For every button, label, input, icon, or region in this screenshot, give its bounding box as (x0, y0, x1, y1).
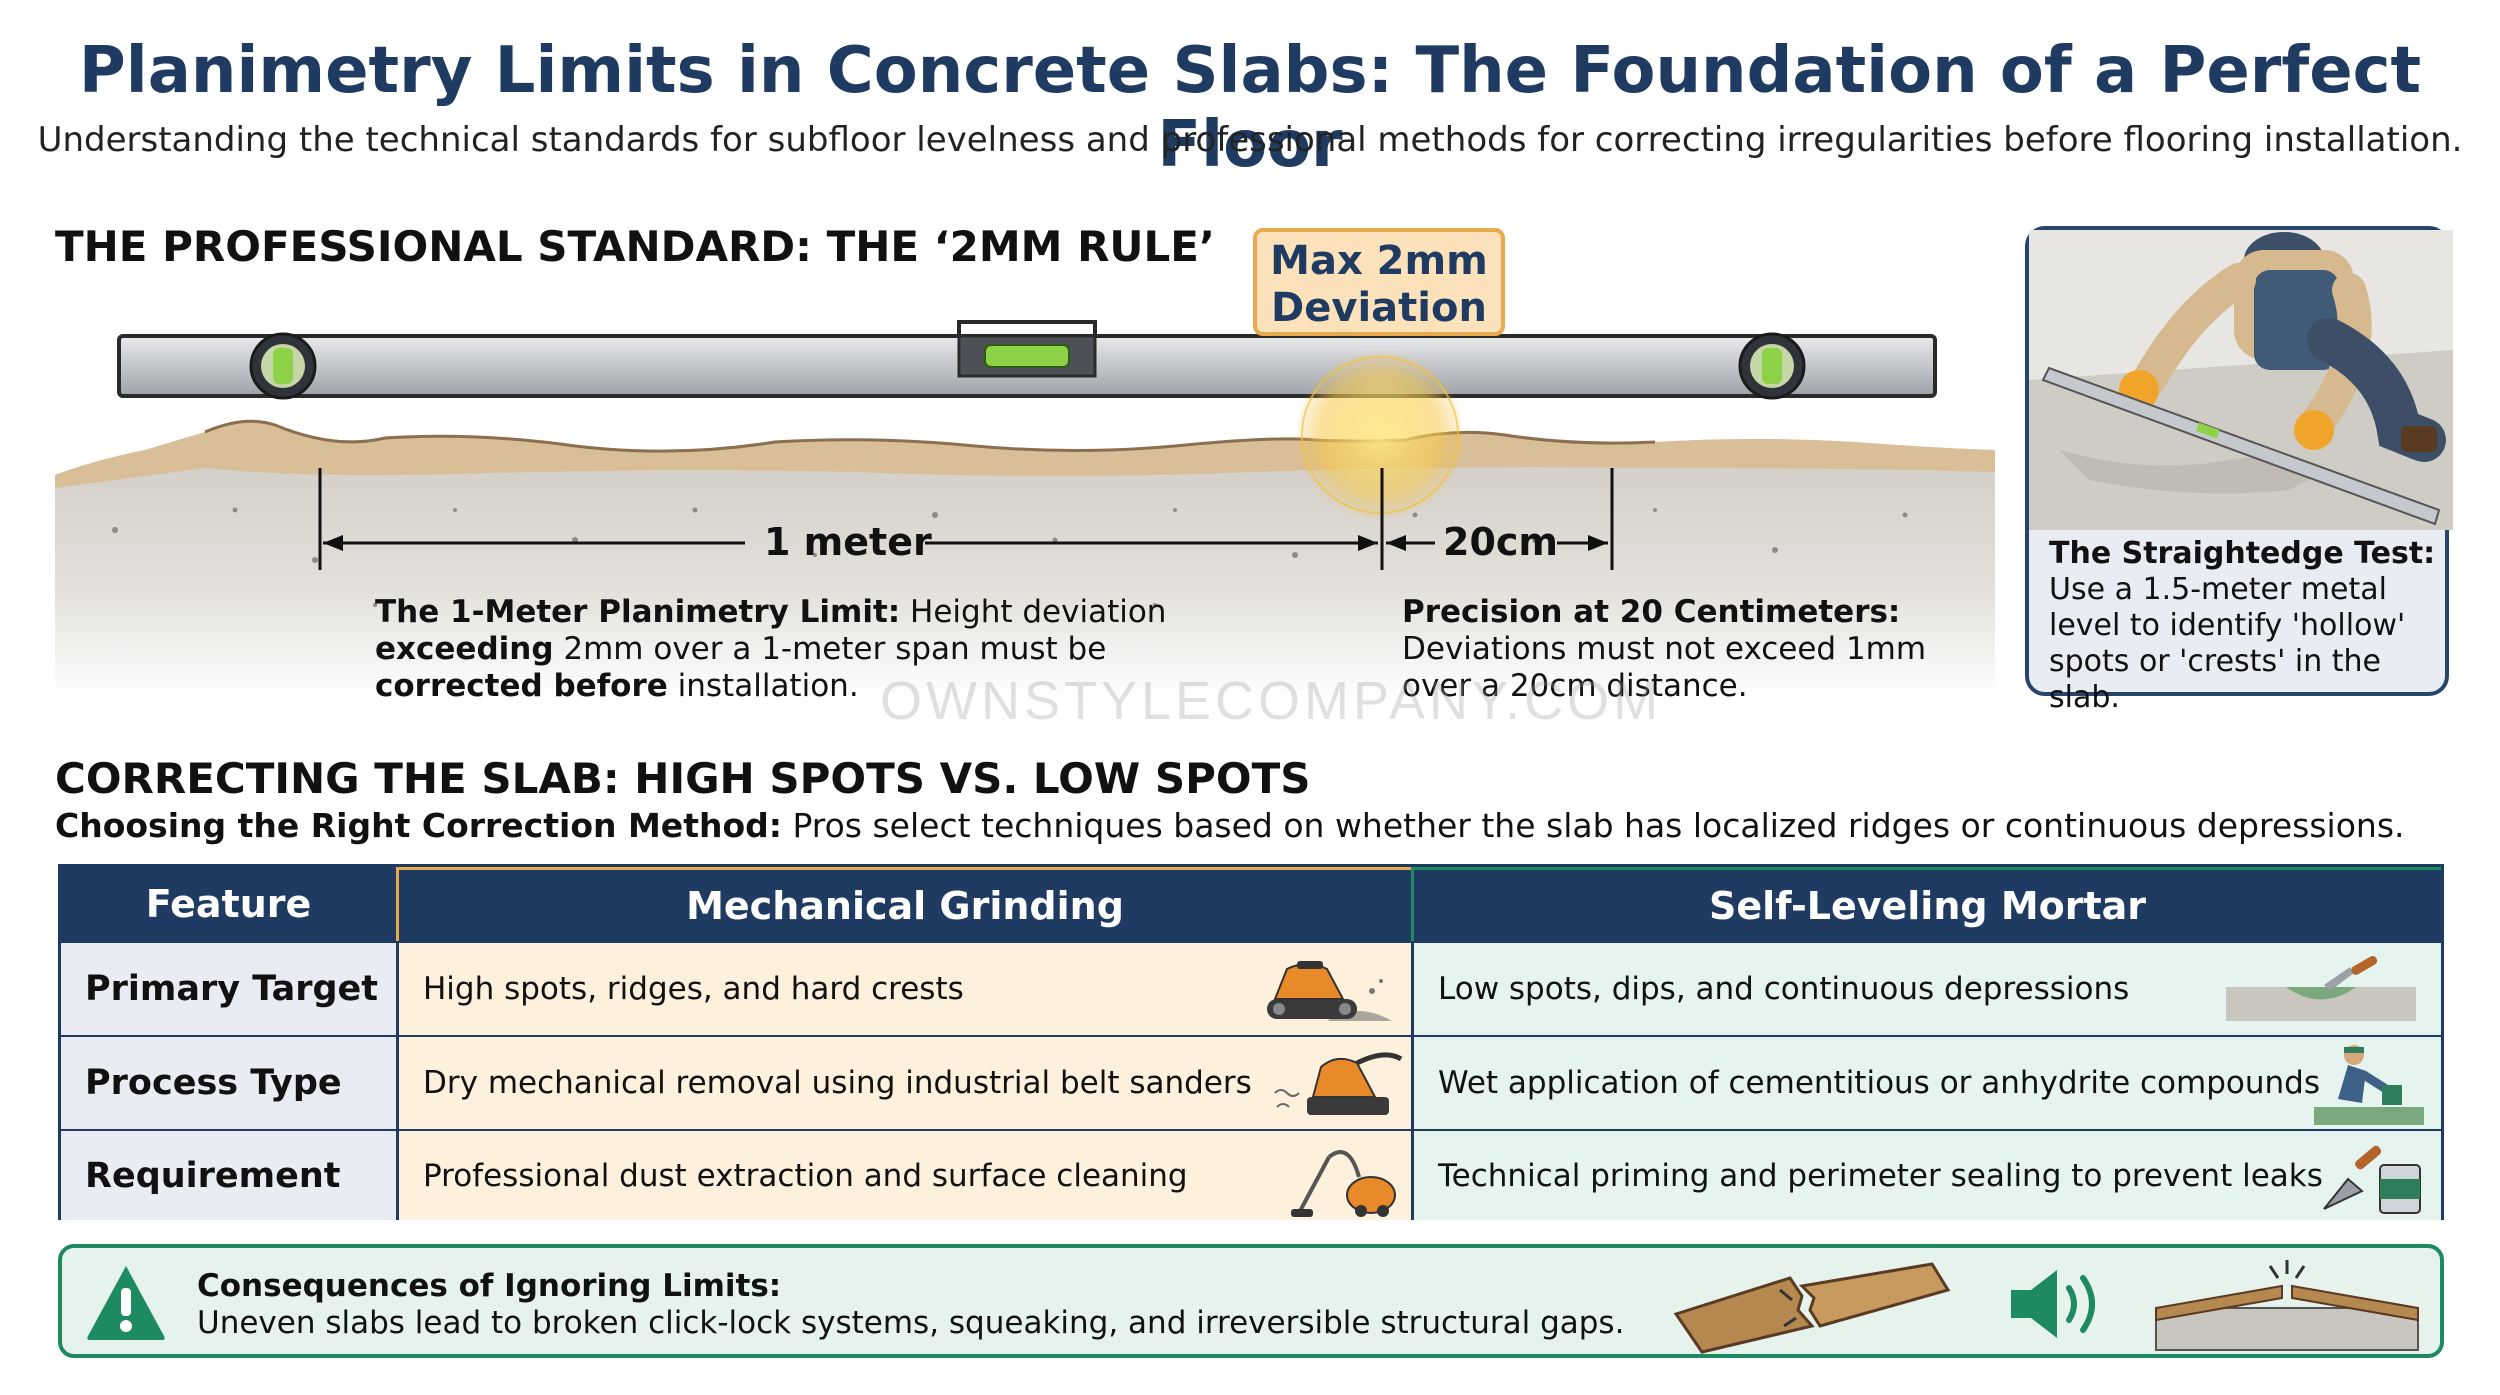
row-label-process-type: Process Type (61, 1035, 396, 1129)
grinding-target-text: High spots, ridges, and hard crests (423, 971, 964, 1007)
trowel-mortar-icon (2226, 955, 2416, 1021)
note2-bold: Precision at 20 Centimeters: (1402, 594, 1901, 630)
correction-heading: CORRECTING THE SLAB: HIGH SPOTS VS. LOW … (55, 754, 1311, 803)
mortar-requirement-text: Technical priming and perimeter sealing … (1438, 1157, 2323, 1194)
note1-bold1: The 1-Meter Planimetry Limit: (375, 594, 901, 630)
consequences-box: Consequences of Ignoring Limits: Uneven … (58, 1244, 2444, 1358)
table-header-feature: Feature (61, 867, 396, 941)
max-deviation-tag: Max 2mm Deviation (1253, 228, 1505, 336)
worker-pouring-icon (2314, 1045, 2424, 1125)
straightedge-test-body: Use a 1.5-meter metal level to identify … (2049, 572, 2406, 715)
row-label-primary-target: Primary Target (61, 941, 396, 1035)
straightedge-test-text: The Straightedge Test: Use a 1.5-meter m… (2049, 536, 2439, 716)
speaker-sound-icon (2011, 1270, 2095, 1338)
note-1m-limit: The 1-Meter Planimetry Limit: Height dev… (375, 594, 1166, 705)
level-diagram (55, 210, 1995, 710)
straightedge-test-card: The Straightedge Test: Use a 1.5-meter m… (2025, 226, 2453, 715)
table-cell-grinding-target: High spots, ridges, and hard crests (396, 941, 1411, 1035)
warning-icon (87, 1266, 165, 1340)
table-header-mortar: Self-Leveling Mortar (1411, 867, 2441, 941)
correction-lead: Choosing the Right Correction Method: Pr… (55, 806, 2405, 845)
table-cell-grinding-requirement: Professional dust extraction and surface… (396, 1129, 1411, 1220)
note2-line3: over a 20cm distance. (1402, 668, 1748, 704)
trowel-bucket-icon (2323, 1145, 2421, 1214)
belt-sander-icon (1267, 961, 1392, 1021)
note1-text3: installation. (667, 668, 859, 704)
mortar-target-text: Low spots, dips, and continuous depressi… (1438, 971, 2130, 1007)
note1-bold3: corrected before (375, 668, 668, 704)
correction-lead-text: Pros select techniques based on whether … (781, 806, 2405, 845)
broken-plank-icon (1673, 1262, 1951, 1354)
row-label-requirement: Requirement (61, 1129, 396, 1220)
mortar-process-text: Wet application of cementitious or anhyd… (1438, 1065, 2320, 1101)
note1-text1: Height deviation (900, 594, 1167, 630)
orbital-sander-icon (1274, 1052, 1403, 1115)
grinding-requirement-text: Professional dust extraction and surface… (423, 1157, 1188, 1194)
dimension-1m-label: 1 meter (764, 520, 932, 564)
page-subtitle: Understanding the technical standards fo… (37, 120, 2463, 160)
consequences-text: Uneven slabs lead to broken click-lock s… (197, 1305, 1625, 1341)
table-header-grinding: Mechanical Grinding (396, 867, 1411, 941)
note2-line2: Deviations must not exceed 1mm (1402, 631, 1927, 667)
floor-gap-icon (2155, 1260, 2419, 1351)
comparison-table: Feature Mechanical Grinding Self-Levelin… (58, 864, 2444, 1220)
note1-bold2: exceeding (375, 631, 554, 667)
worker-straightedge-illustration (2029, 230, 2453, 530)
correction-lead-bold: Choosing the Right Correction Method: (55, 806, 782, 845)
table-cell-grinding-process: Dry mechanical removal using industrial … (396, 1035, 1411, 1129)
watermark: OWNSTYLECOMPANY.COM (880, 671, 1663, 731)
max-tag-line2: Deviation (1271, 285, 1487, 331)
standard-heading: THE PROFESSIONAL STANDARD: THE ‘2MM RULE… (55, 222, 1215, 271)
max-tag-line1: Max 2mm (1270, 238, 1488, 284)
slab-illustration (55, 320, 1995, 700)
dimension-20cm-label: 20cm (1443, 520, 1559, 564)
table-cell-mortar-process: Wet application of cementitious or anhyd… (1411, 1035, 2441, 1129)
table-cell-mortar-requirement: Technical priming and perimeter sealing … (1411, 1129, 2441, 1220)
straightedge-test-title: The Straightedge Test: (2049, 536, 2436, 571)
note-20cm-precision: Precision at 20 Centimeters: Deviations … (1402, 594, 1926, 705)
page-title: Planimetry Limits in Concrete Slabs: The… (78, 34, 2422, 182)
note1-text2: 2mm over a 1-meter span must be (553, 631, 1107, 667)
consequences-title: Consequences of Ignoring Limits: (197, 1268, 782, 1304)
grinding-process-text: Dry mechanical removal using industrial … (423, 1065, 1252, 1101)
vacuum-icon (1291, 1150, 1396, 1217)
table-cell-mortar-target: Low spots, dips, and continuous depressi… (1411, 941, 2441, 1035)
